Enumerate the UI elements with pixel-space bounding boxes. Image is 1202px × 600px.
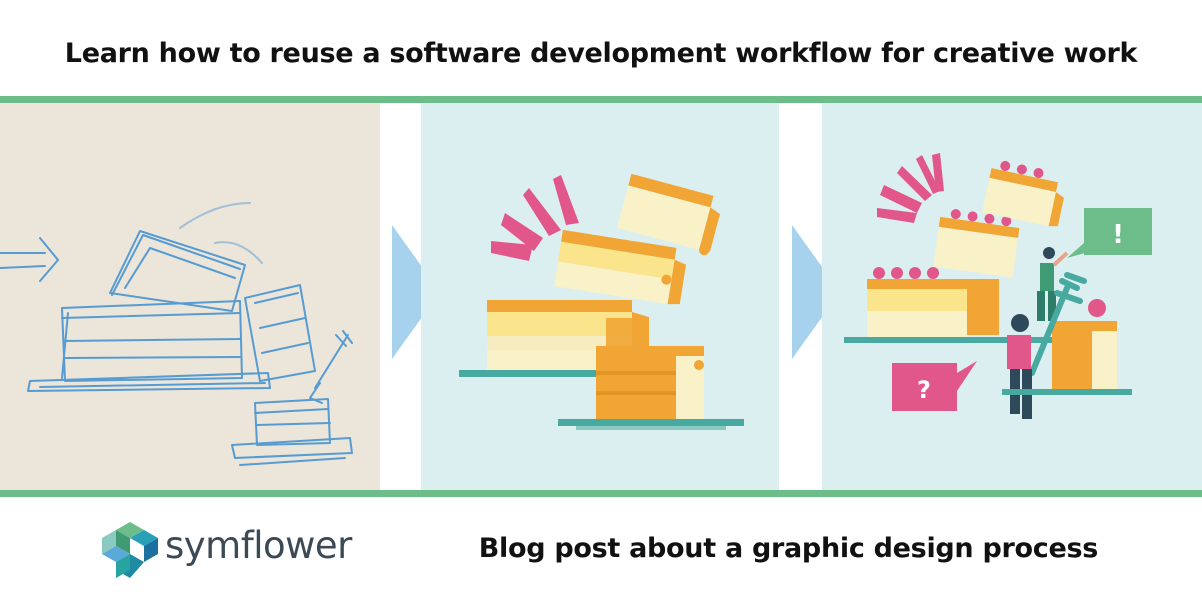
final-illustration-panel: !: [822, 103, 1202, 490]
impact-lines: [877, 153, 944, 223]
cake-icon: [616, 173, 721, 256]
impact-lines: [491, 175, 579, 261]
speech-bubble-question: ?: [892, 361, 977, 411]
symflower-logo-icon: [102, 522, 158, 578]
cake-icon: [596, 318, 704, 419]
digital-draft-panel: [421, 103, 779, 490]
cake-icon: [554, 229, 687, 305]
sketch-image: [0, 103, 380, 490]
draft-image: [421, 103, 779, 490]
page-subtitle: Blog post about a graphic design process: [478, 533, 1099, 564]
bottom-divider: [0, 490, 1202, 497]
cake-icon: [1052, 299, 1117, 389]
page-title: Learn how to reuse a software developmen…: [64, 38, 1138, 69]
pencil-sketch-panel: [0, 103, 380, 490]
fork-icon: [1029, 272, 1087, 376]
svg-text:!: !: [1112, 220, 1124, 250]
process-arrow-icon: [792, 225, 840, 359]
svg-text:?: ?: [917, 376, 931, 404]
top-divider: [0, 96, 1202, 103]
figure-icon: [1037, 247, 1069, 321]
final-image: !: [822, 103, 1202, 490]
cake-icon: [933, 209, 1020, 278]
cake-icon: [867, 267, 999, 337]
process-arrow-icon: [392, 225, 440, 359]
cake-icon: [982, 160, 1064, 227]
brand-name: symflower: [165, 524, 352, 567]
speech-bubble-exclaim: !: [1067, 208, 1152, 258]
